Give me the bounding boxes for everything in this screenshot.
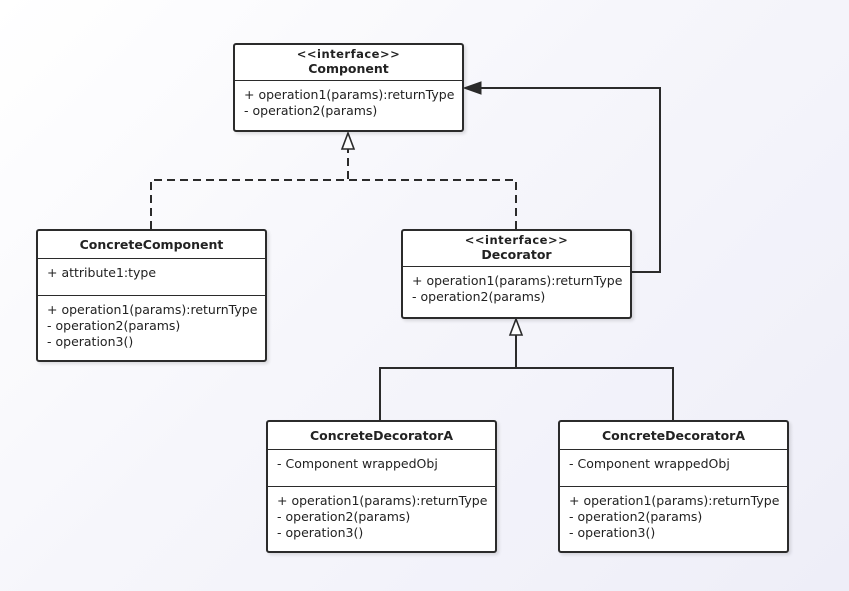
method: + operation1(params):returnType [412, 273, 623, 288]
attribute: - Component wrappedObj [569, 456, 730, 471]
concrete-decorator-a-left-class-box[interactable]: ConcreteDecoratorA - Component wrappedOb… [266, 420, 497, 553]
method: - operation3() [277, 525, 364, 540]
association-line-decorator-component [480, 87, 661, 273]
decorator-header: <<interface>> Decorator [403, 231, 630, 266]
component-class-box[interactable]: <<interface>> Component + operation1(par… [233, 43, 464, 132]
decorator-methods: + operation1(params):returnType - operat… [403, 266, 630, 309]
generalization-line-right [516, 367, 674, 420]
concrete-decorator-a-right-name: ConcreteDecoratorA [601, 428, 746, 443]
component-stereotype: <<interface>> [296, 47, 401, 61]
component-header: <<interface>> Component [235, 45, 462, 80]
realization-line-decorator [348, 179, 517, 229]
realization-arrowhead [340, 130, 356, 150]
concrete-decorator-a-left-methods: + operation1(params):returnType - operat… [268, 486, 495, 545]
method: - operation2(params) [412, 289, 546, 304]
concrete-component-header: ConcreteComponent [38, 231, 265, 258]
decorator-class-box[interactable]: <<interface>> Decorator + operation1(par… [401, 229, 632, 319]
concrete-decorator-a-right-attributes: - Component wrappedObj [560, 449, 787, 486]
component-name: Component [308, 61, 389, 76]
method: + operation1(params):returnType [47, 302, 258, 317]
concrete-component-methods: + operation1(params):returnType - operat… [38, 295, 265, 354]
concrete-component-attributes: + attribute1:type [38, 258, 265, 295]
realization-line-concrete-component [150, 149, 349, 229]
method: + operation1(params):returnType [244, 87, 455, 102]
concrete-decorator-a-right-methods: + operation1(params):returnType - operat… [560, 486, 787, 545]
attribute: + attribute1:type [47, 265, 157, 280]
method: - operation3() [569, 525, 656, 540]
method: + operation1(params):returnType [277, 493, 488, 508]
generalization-arrowhead [508, 316, 524, 336]
concrete-decorator-a-right-header: ConcreteDecoratorA [560, 422, 787, 449]
concrete-decorator-a-left-attributes: - Component wrappedObj [268, 449, 495, 486]
concrete-component-class-box[interactable]: ConcreteComponent + attribute1:type + op… [36, 229, 267, 362]
method: + operation1(params):returnType [569, 493, 780, 508]
attribute: - Component wrappedObj [277, 456, 438, 471]
method: - operation2(params) [47, 318, 181, 333]
method: - operation2(params) [277, 509, 411, 524]
component-methods: + operation1(params):returnType - operat… [235, 80, 462, 123]
generalization-line-left [379, 335, 517, 420]
concrete-component-name: ConcreteComponent [79, 237, 224, 252]
decorator-name: Decorator [481, 247, 552, 262]
concrete-decorator-a-right-class-box[interactable]: ConcreteDecoratorA - Component wrappedOb… [558, 420, 789, 553]
concrete-decorator-a-left-name: ConcreteDecoratorA [309, 428, 454, 443]
association-arrowhead [462, 81, 482, 95]
concrete-decorator-a-left-header: ConcreteDecoratorA [268, 422, 495, 449]
method: - operation2(params) [569, 509, 703, 524]
decorator-stereotype: <<interface>> [464, 233, 569, 247]
method: - operation3() [47, 334, 134, 349]
method: - operation2(params) [244, 103, 378, 118]
